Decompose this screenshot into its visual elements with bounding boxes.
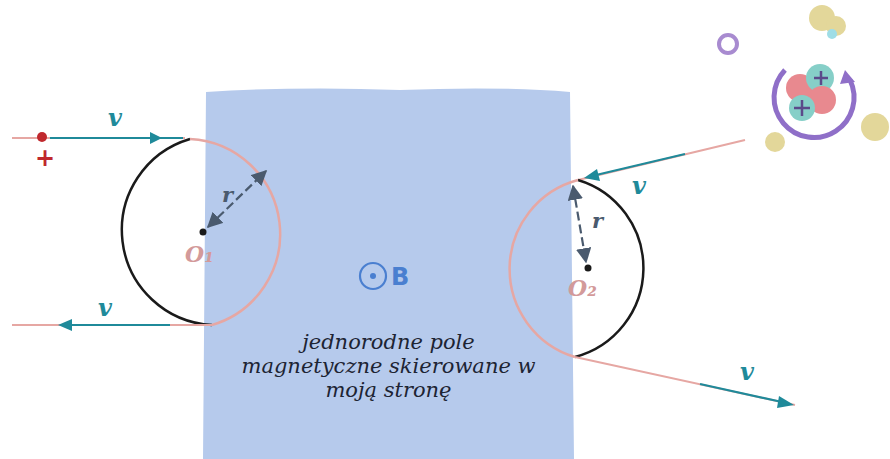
field-description: jednorodne pole magnetyczne skierowane w… (239, 330, 539, 402)
atom-icon (719, 5, 889, 152)
charge-sign: + (35, 146, 55, 170)
velocity-label: v (632, 174, 646, 198)
radius-label: r (222, 184, 233, 205)
field-region (203, 88, 574, 459)
velocity-label: v (740, 360, 754, 384)
radius-label: r (592, 210, 603, 231)
center-label: O₂ (568, 277, 597, 299)
center-label: O₁ (185, 243, 214, 265)
velocity-label: v (108, 106, 122, 130)
field-region-box: jednorodne pole magnetyczne skierowane w… (203, 88, 574, 459)
velocity-label: v (98, 296, 112, 320)
field-symbol: B (391, 265, 409, 289)
